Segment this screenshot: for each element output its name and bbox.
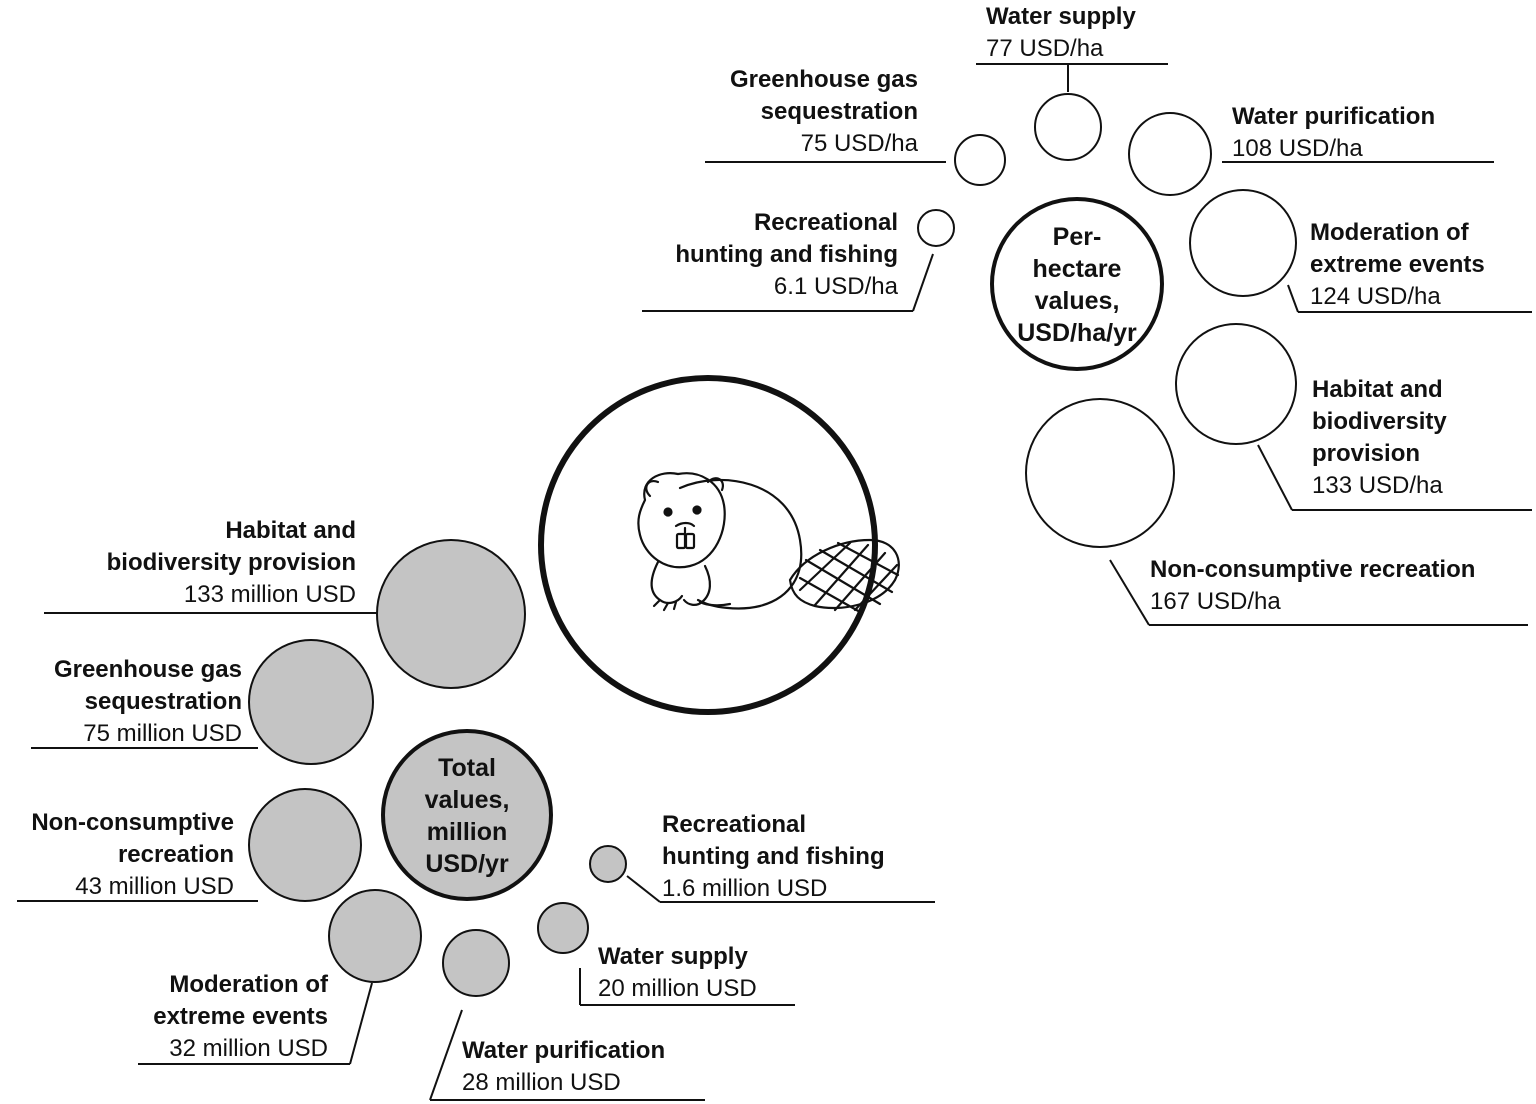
per-hectare-moderation-name: extreme events (1310, 251, 1485, 278)
total-habitat-name: biodiversity provision (107, 549, 356, 576)
total-recreational-hunting-leader-line (626, 875, 661, 903)
total-greenhouse-value: 75 million USD (83, 720, 242, 747)
per-hectare-moderation-leader-line (1287, 284, 1299, 313)
per-hectare-hub-circle (990, 197, 1164, 371)
total-greenhouse-name: sequestration (85, 688, 242, 715)
per-hectare-non-consumptive-leader-line (1109, 559, 1150, 626)
total-non-consumptive-name: recreation (118, 841, 234, 868)
per-hectare-water-supply-name: Water supply (986, 3, 1136, 30)
per-hectare-hub-label-line: Per- (1053, 223, 1102, 251)
per-hectare-hub-label-line: hectare (1033, 255, 1122, 283)
per-hectare-non-consumptive-value: 167 USD/ha (1150, 588, 1281, 615)
total-non-consumptive-name: Non-consumptive (31, 809, 234, 836)
total-habitat-name: Habitat and (225, 517, 356, 544)
per-hectare-habitat-name: provision (1312, 440, 1420, 467)
per-hectare-moderation-name: Moderation of (1310, 219, 1470, 246)
total-hub-label-line: Total (438, 754, 496, 782)
per-hectare-moderation-value: 124 USD/ha (1310, 283, 1441, 310)
per-hectare-water-purification-bubble (1128, 112, 1212, 196)
total-non-consumptive-bubble (248, 788, 362, 902)
total-greenhouse-bubble (248, 639, 374, 765)
per-hectare-values-group: Per-hectare values, USD/ha/yr Water supply 7… (642, 3, 1532, 626)
total-moderation-bubble (328, 889, 422, 983)
total-hub-label-line: million (427, 818, 508, 846)
total-hub-label-line: values, (425, 786, 510, 814)
total-recreational-hunting-name: hunting and fishing (662, 843, 885, 870)
per-hectare-water-purification-name: Water purification (1232, 103, 1435, 130)
per-hectare-non-consumptive-bubble (1025, 398, 1175, 548)
per-hectare-recreational-hunting-name: Recreational (754, 209, 898, 236)
total-habitat-value: 133 million USD (184, 581, 356, 608)
total-recreational-hunting-name: Recreational (662, 811, 806, 838)
per-hectare-hub-label-line: values, (1035, 287, 1120, 315)
per-hectare-recreational-hunting-leader-line (912, 253, 934, 312)
total-water-supply-name: Water supply (598, 943, 748, 970)
total-moderation-name: extreme events (153, 1003, 328, 1030)
per-hectare-water-supply-value: 77 USD/ha (986, 35, 1104, 62)
total-water-purification-leader-line (429, 1009, 463, 1101)
total-water-purification-bubble (442, 929, 510, 997)
beaver-circle (538, 375, 878, 715)
total-moderation-leader-line (349, 982, 373, 1065)
total-water-supply-value: 20 million USD (598, 975, 757, 1002)
per-hectare-greenhouse-name: sequestration (761, 98, 918, 125)
total-moderation-name: Moderation of (169, 971, 329, 998)
per-hectare-water-purification-value: 108 USD/ha (1232, 135, 1363, 162)
per-hectare-habitat-bubble (1175, 323, 1297, 445)
total-greenhouse-name: Greenhouse gas (54, 656, 242, 683)
beaver-icon (637, 472, 900, 614)
total-hub-label-line: USD/yr (425, 850, 509, 878)
total-recreational-hunting-bubble (589, 845, 627, 883)
per-hectare-hub-label-line: USD/ha/yr (1017, 319, 1137, 347)
per-hectare-habitat-value: 133 USD/ha (1312, 472, 1443, 499)
per-hectare-recreational-hunting-bubble (917, 209, 955, 247)
total-water-purification-value: 28 million USD (462, 1069, 621, 1096)
per-hectare-non-consumptive-name: Non-consumptive recreation (1150, 556, 1475, 583)
total-water-purification-name: Water purification (462, 1037, 665, 1064)
per-hectare-recreational-hunting-value: 6.1 USD/ha (774, 273, 899, 300)
per-hectare-greenhouse-name: Greenhouse gas (730, 66, 918, 93)
per-hectare-greenhouse-bubble (954, 134, 1006, 186)
per-hectare-recreational-hunting-name: hunting and fishing (675, 241, 898, 268)
per-hectare-greenhouse-value: 75 USD/ha (801, 130, 919, 157)
per-hectare-habitat-name: biodiversity (1312, 408, 1447, 435)
total-water-supply-bubble (537, 902, 589, 954)
per-hectare-water-supply-bubble (1034, 93, 1102, 161)
per-hectare-habitat-leader-line (1257, 444, 1293, 511)
per-hectare-habitat-name: Habitat and (1312, 376, 1443, 403)
total-non-consumptive-value: 43 million USD (75, 873, 234, 900)
per-hectare-moderation-bubble (1189, 189, 1297, 297)
beaver-center (538, 375, 900, 715)
total-recreational-hunting-value: 1.6 million USD (662, 875, 827, 902)
total-hub-circle (381, 729, 553, 901)
total-habitat-bubble (376, 539, 526, 689)
total-moderation-value: 32 million USD (169, 1035, 328, 1062)
